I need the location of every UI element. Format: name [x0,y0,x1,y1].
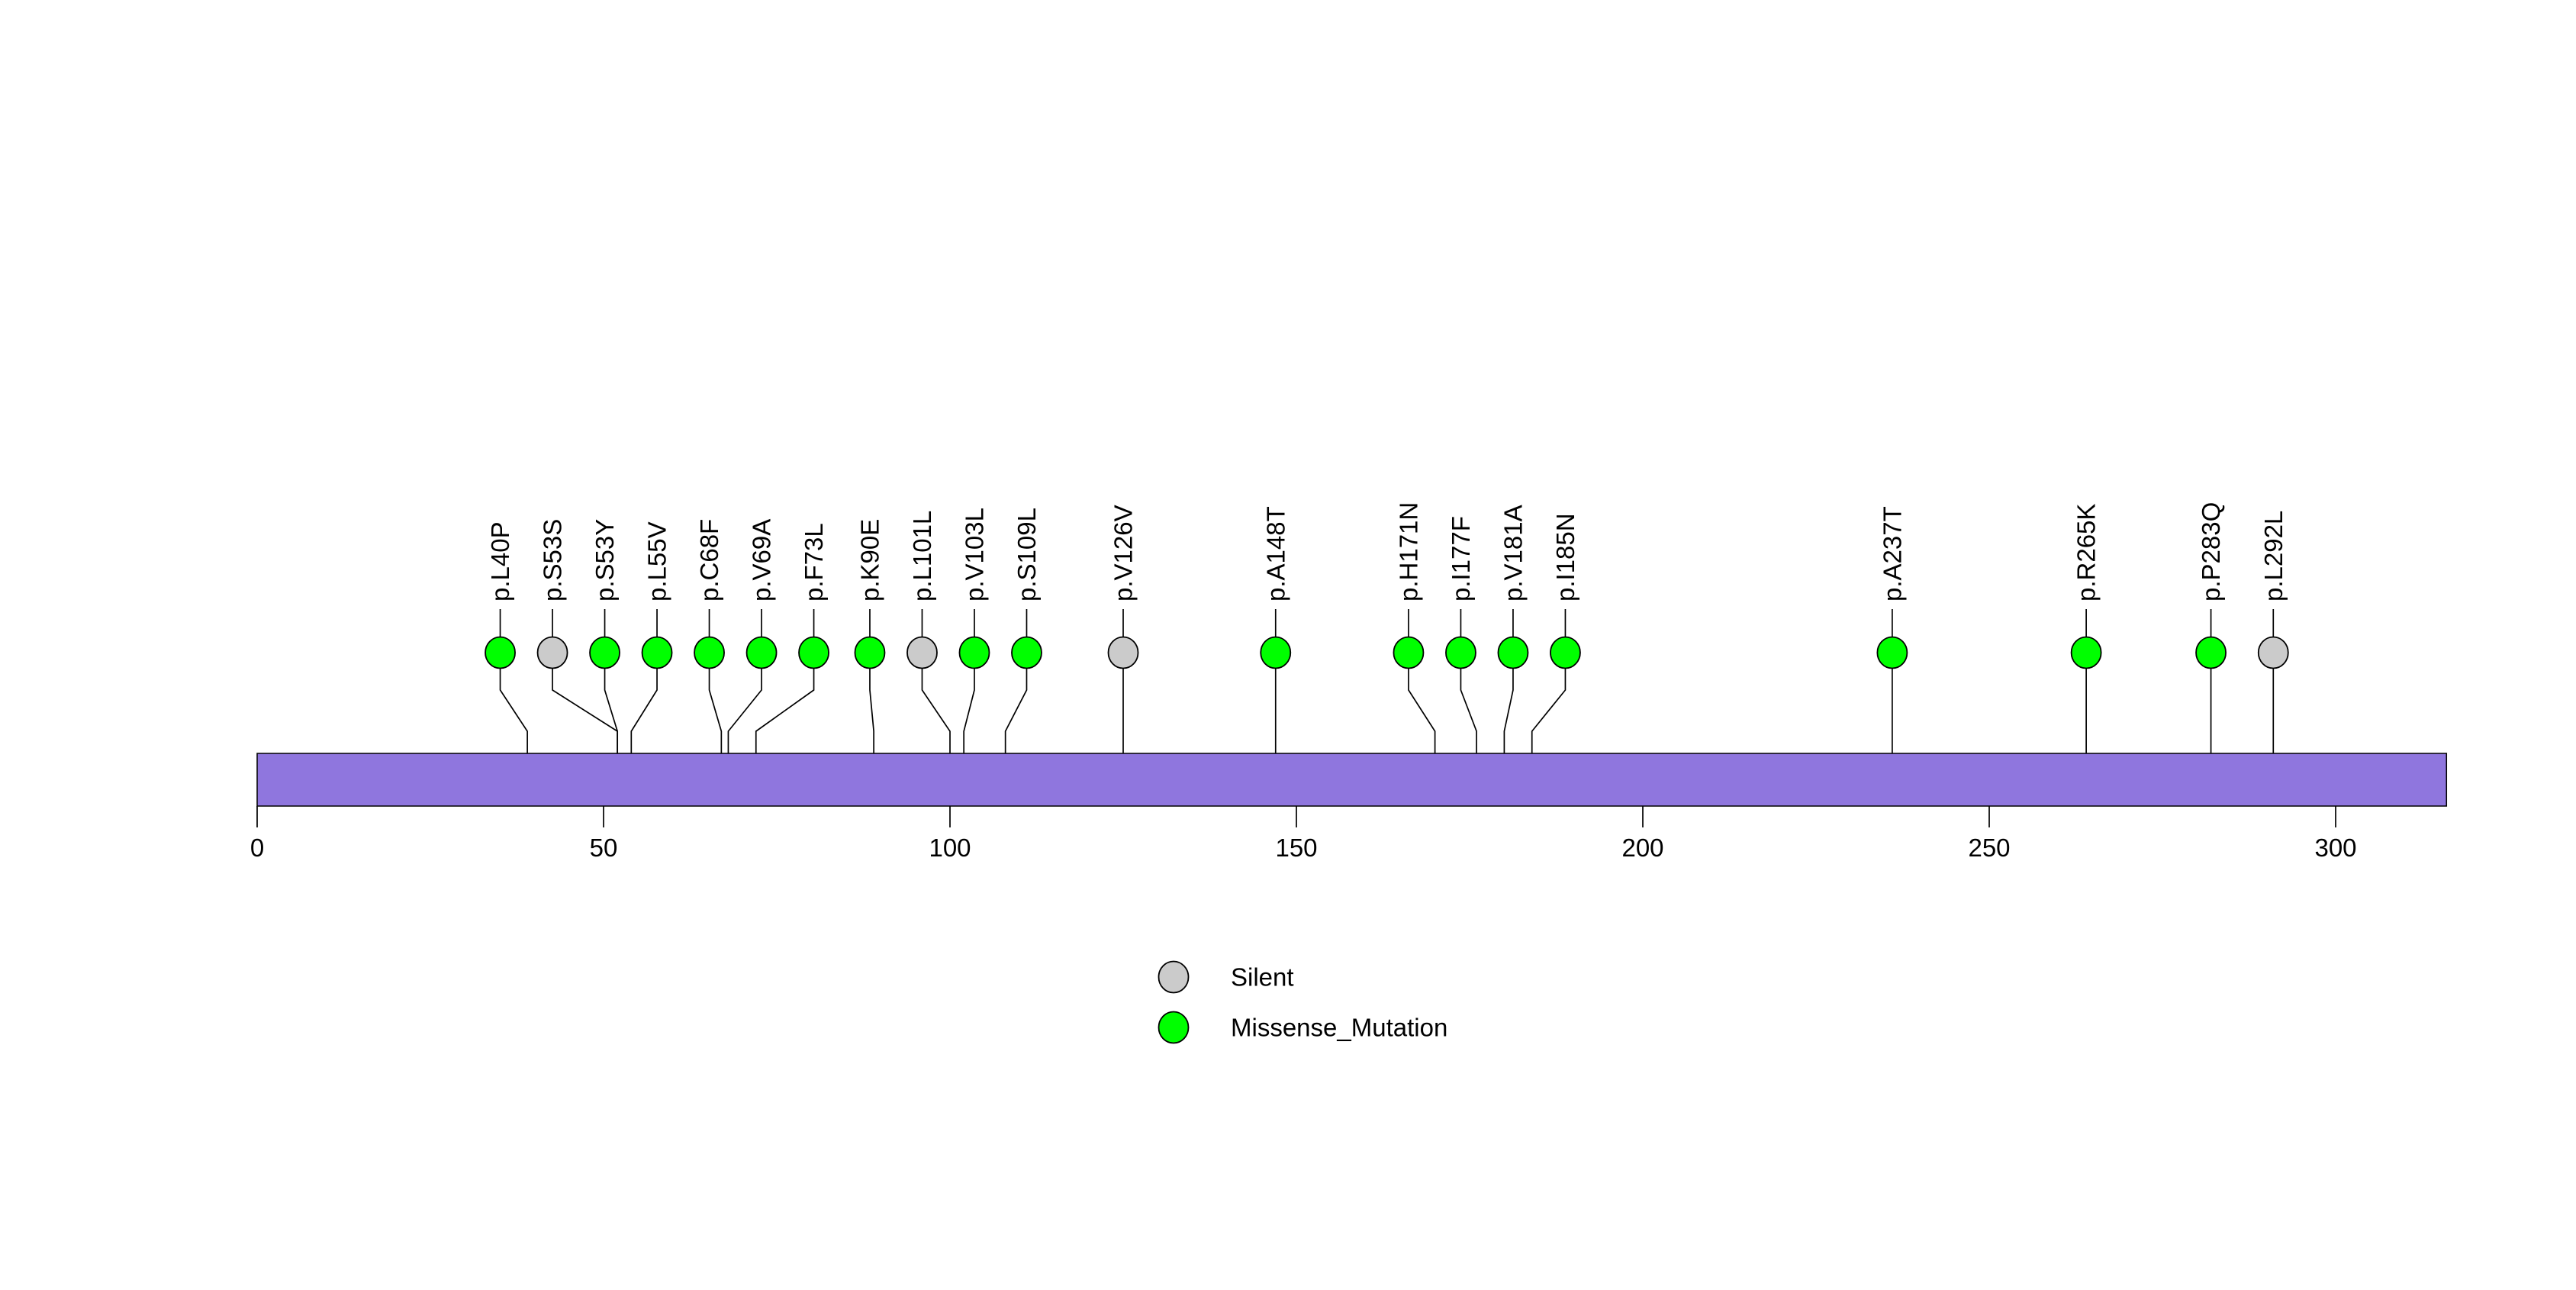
mutation-marker-p-v69a [745,636,778,669]
x-axis: 0 50 100 150 200 250 300 [250,806,2357,862]
mutation-label-p-a237t: p.A237T [1878,506,1906,601]
axis-tick-label-50: 50 [590,834,618,862]
mutation-marker-p-s53s [536,636,568,669]
mutation-marker-p-i185n [1550,636,1581,669]
legend-label-missense-mutation: Missense_Mutation [1231,1014,1447,1042]
mutation-label-p-c68f: p.C68F [695,519,723,601]
mutation-marker-p-v103l [958,636,990,669]
mutation-marker-p-v181a [1497,636,1529,669]
mutation-marker-p-c68f [694,636,725,669]
mutation-label-p-k90e: p.K90E [855,519,884,601]
axis-tick-label-100: 100 [929,834,971,862]
legend-swatch-silent [1158,960,1190,994]
axis-tick-label-0: 0 [250,834,264,862]
mutation-markers: p.L40P p.S53S p.S53Y p.L55V p.C68F p.V69A p.F7… [485,502,2289,669]
mutation-label-p-l55v: p.L55V [643,521,671,601]
mutation-marker-p-l55v [641,636,673,669]
mutation-label-p-s109l: p.S109L [1013,508,1041,601]
mutation-label-p-l101l: p.L101L [908,511,936,601]
axis-tick-label-250: 250 [1968,834,2010,862]
mutation-label-p-v69a: p.V69A [748,519,776,601]
axis-tick-label-200: 200 [1621,834,1663,862]
mutation-marker-p-i177f [1445,636,1476,669]
mutation-marker-p-k90e [854,636,886,669]
axis-tick-label-300: 300 [2314,834,2356,862]
mutation-label-p-i177f: p.I177F [1447,516,1475,601]
mutation-marker-p-a148t [1260,636,1292,669]
mutation-marker-p-r265k [2070,636,2102,669]
mutation-label-p-s53s: p.S53S [539,519,567,601]
mutation-label-p-v126v: p.V126V [1109,505,1138,601]
legend-swatch-missense-mutation [1158,1011,1190,1044]
mutation-label-p-l292l: p.L292L [2259,511,2288,601]
mutation-marker-p-l40p [485,636,516,669]
mutation-marker-p-h171n [1393,636,1425,669]
legend-label-silent: Silent [1231,963,1294,992]
mutation-marker-p-v126v [1107,636,1139,669]
mutation-marker-p-a237t [1876,636,1908,669]
mutation-marker-p-l292l [2257,636,2289,669]
mutation-marker-p-s109l [1011,636,1042,669]
mutation-label-p-s53y: p.S53Y [591,519,619,601]
mutation-label-p-a148t: p.A148T [1261,506,1290,601]
mutation-label-p-p283q: p.P283Q [2197,502,2225,601]
mutation-label-p-l40p: p.L40P [486,521,514,601]
mutation-label-p-f73l: p.F73L [800,523,828,601]
mutation-label-p-i185n: p.I185N [1551,513,1579,601]
mutation-label-p-r265k: p.R265K [2072,504,2101,601]
mutation-marker-p-s53y [589,636,620,669]
mutation-label-p-v103l: p.V103L [960,508,988,601]
mutation-label-p-v181a: p.V181A [1499,505,1527,601]
mutation-label-p-h171n: p.H171N [1394,502,1422,601]
mutation-marker-p-f73l [798,636,829,669]
mutation-marker-p-l101l [906,636,938,669]
protein-bar [256,753,2448,807]
mutation-marker-p-p283q [2195,636,2227,669]
axis-tick-label-150: 150 [1275,834,1317,862]
